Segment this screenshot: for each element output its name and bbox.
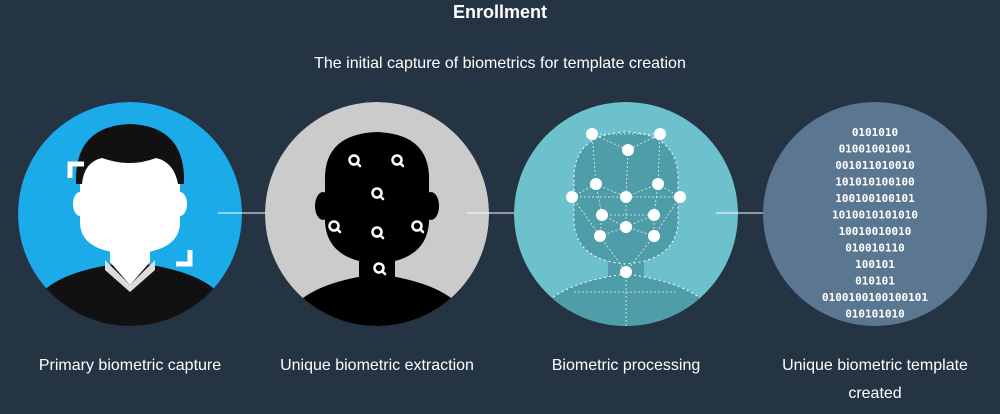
step-circle-processing [514, 102, 738, 326]
binary-line: 101010100100 [835, 176, 914, 189]
binary-line: 10010010010 [839, 225, 912, 238]
binary-line: 100100100101 [835, 192, 915, 205]
binary-line: 0100100100100101 [822, 291, 928, 304]
diagram-subtitle: The initial capture of biometrics for te… [314, 55, 686, 72]
diagram-title: Enrollment [452, 2, 547, 22]
binary-line: 010010110 [845, 242, 905, 255]
face-features-icon [265, 102, 489, 326]
step-label-processing: Biometric processing [551, 357, 701, 374]
face-mesh-icon [514, 102, 738, 326]
binary-line: 1010010101010 [832, 209, 918, 222]
step-label-capture: Primary biometric capture [38, 357, 222, 374]
binary-code-icon: 0101010010010010010010110100101010101001… [763, 102, 987, 326]
step-label-extraction: Unique biometric extraction [280, 357, 474, 374]
step-circle-capture [18, 102, 242, 326]
step-circle-extraction [265, 102, 489, 326]
binary-line: 0101010 [852, 126, 898, 139]
binary-line: 001011010010 [835, 159, 914, 172]
binary-line: 01001001001 [839, 143, 912, 156]
circle-background [763, 102, 987, 326]
step-label-template: Unique biometric template created [782, 357, 968, 402]
face-capture-icon [18, 102, 242, 326]
binary-line: 010101010 [845, 308, 905, 321]
binary-line: 100101 [855, 258, 895, 271]
binary-line: 010101 [855, 275, 895, 288]
